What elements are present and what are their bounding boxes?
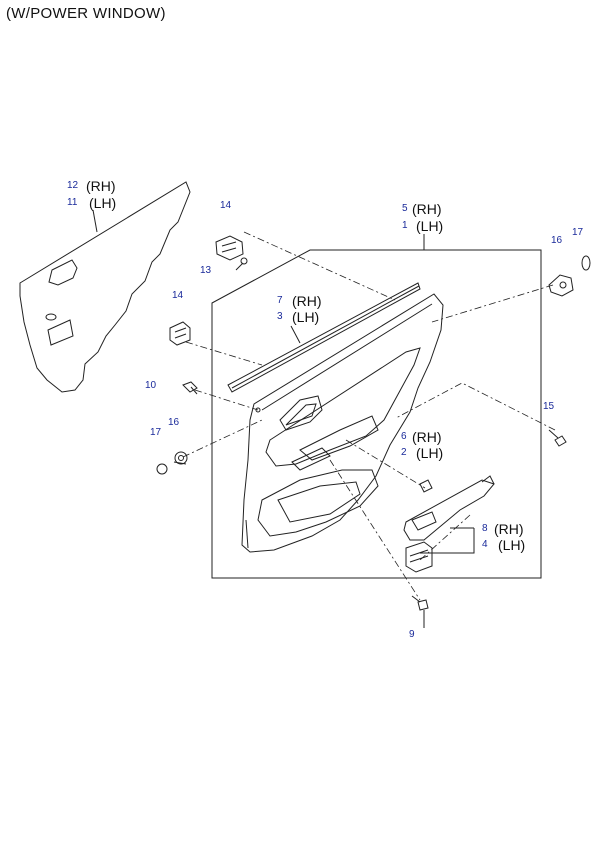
centerline-14-left	[185, 341, 263, 366]
callout-13: 13	[200, 265, 212, 276]
switch-bezel	[403, 475, 495, 541]
door-trim-panel	[241, 293, 444, 553]
side-lh-4: (LH)	[498, 537, 526, 553]
callout-1: 1	[402, 220, 408, 231]
diagram-title: (W/POWER WINDOW)	[6, 5, 166, 22]
callout-9: 9	[409, 629, 415, 640]
screw-15	[548, 429, 567, 447]
ring-17-left	[156, 463, 168, 475]
side-lh-11: (LH)	[89, 195, 117, 211]
callout-6: 6	[401, 431, 407, 442]
assembly-frame	[211, 249, 542, 579]
callout-14-left: 14	[172, 290, 184, 301]
ring-17-right	[581, 255, 591, 271]
grommet-16-left	[173, 451, 188, 465]
leader-7-3	[290, 325, 301, 344]
callout-16-right: 16	[551, 235, 563, 246]
callout-17-right: 17	[572, 227, 584, 238]
grommet-16-right	[548, 274, 574, 297]
centerline-8-4	[419, 514, 471, 561]
callout-8: 8	[482, 523, 488, 534]
centerline-10	[194, 389, 259, 411]
door-trim-pad	[19, 181, 191, 393]
callout-14-upper: 14	[220, 200, 232, 211]
callout-17-left: 17	[150, 427, 162, 438]
leader-8-4	[420, 527, 475, 554]
centerline-9	[329, 459, 421, 601]
side-rh-6: (RH)	[412, 429, 442, 445]
callout-4: 4	[482, 539, 488, 550]
belt-weatherstrip	[227, 282, 421, 393]
side-rh-8: (RH)	[494, 521, 524, 537]
clip-14-left	[169, 321, 191, 346]
callout-10: 10	[145, 380, 157, 391]
side-rh-5: (RH)	[412, 201, 442, 217]
callout-15: 15	[543, 401, 555, 412]
power-window-switch	[405, 541, 433, 573]
centerline-15	[395, 382, 556, 431]
centerline-16-right	[431, 284, 554, 323]
callout-7: 7	[277, 295, 283, 306]
fastener-6-2	[419, 479, 433, 493]
callout-5: 5	[402, 203, 408, 214]
centerline-14-upper	[243, 231, 396, 301]
leader-12-11	[92, 209, 98, 233]
callout-16-left: 16	[168, 417, 180, 428]
side-lh-1: (LH)	[416, 218, 444, 234]
centerline-6-2	[345, 439, 426, 489]
side-rh-7: (RH)	[292, 293, 322, 309]
side-rh-12: (RH)	[86, 178, 116, 194]
callout-3: 3	[277, 311, 283, 322]
screw-13	[235, 257, 248, 271]
clip-10	[182, 381, 198, 395]
clip-14-upper	[215, 235, 244, 261]
screw-9	[411, 595, 429, 611]
callout-2: 2	[401, 447, 407, 458]
callout-12: 12	[67, 180, 79, 191]
side-lh-3: (LH)	[292, 309, 320, 325]
side-lh-2: (LH)	[416, 445, 444, 461]
callout-11: 11	[67, 197, 78, 208]
